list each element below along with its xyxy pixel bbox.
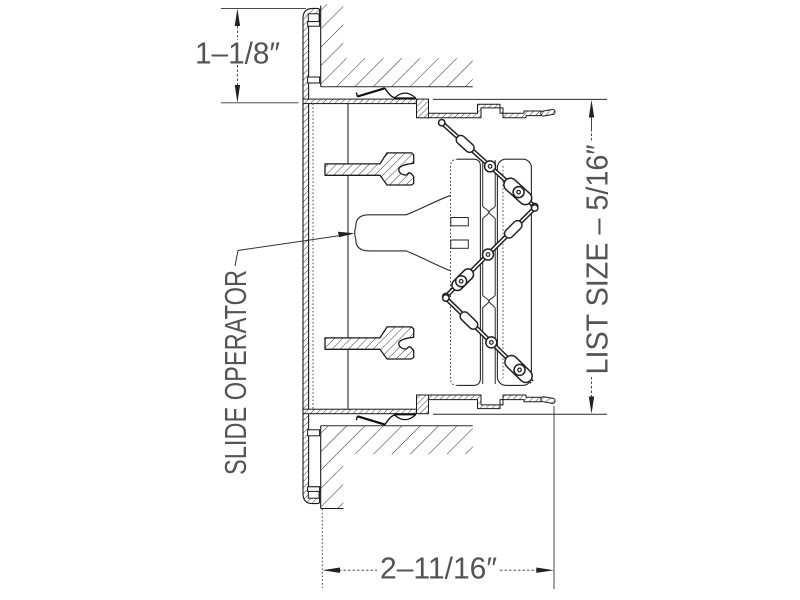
svg-text:1–1/8″: 1–1/8″ bbox=[195, 36, 280, 71]
svg-text:LIST SIZE – 5/16″: LIST SIZE – 5/16″ bbox=[580, 144, 615, 374]
svg-text:2–11/16″: 2–11/16″ bbox=[380, 551, 497, 586]
svg-text:SLIDE OPERATOR: SLIDE OPERATOR bbox=[218, 270, 253, 475]
